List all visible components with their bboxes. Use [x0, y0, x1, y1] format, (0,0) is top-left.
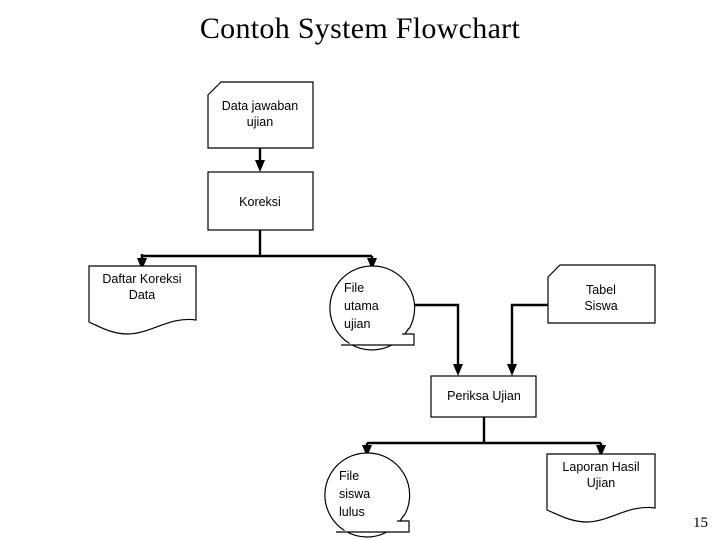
node-data-jawaban-ujian[interactable]: Data jawaban ujian: [207, 81, 314, 149]
node-daftar-koreksi-data[interactable]: Daftar Koreksi Data: [88, 265, 197, 335]
node-label-line3: ujian: [344, 317, 370, 331]
node-label-line2: ujian: [247, 115, 273, 129]
connector-tabel-siswa-to-periksa-ujian: [507, 303, 548, 376]
node-label-line2: siswa: [339, 487, 370, 501]
node-label-line2: utama: [344, 299, 379, 313]
node-label-line3: lulus: [339, 505, 365, 519]
node-periksa-ujian[interactable]: Periksa Ujian: [430, 375, 537, 418]
node-label-line1: Tabel: [586, 283, 616, 297]
node-file-utama-ujian[interactable]: File utama ujian: [329, 265, 416, 351]
node-label-line2: Data: [129, 288, 155, 302]
connector-periksa-ujian-to-laporan-hasil: [596, 443, 606, 457]
node-label-line1: Laporan Hasil: [562, 460, 639, 474]
page-title: Contoh System Flowchart: [199, 12, 521, 45]
node-file-siswa-lulus[interactable]: File siswa lulus: [324, 452, 411, 538]
node-tabel-siswa[interactable]: Tabel Siswa: [547, 264, 656, 324]
connector-koreksi-to-daftar-koreksi: [137, 254, 147, 270]
node-label-line2: Ujian: [587, 476, 616, 490]
node-laporan-hasil-ujian[interactable]: Laporan Hasil Ujian: [546, 453, 656, 523]
connector-data-jawaban-to-koreksi: [255, 148, 265, 172]
connector-periksa-ujian-branch: [367, 417, 601, 445]
connector-file-utama-to-periksa-ujian: [414, 303, 463, 376]
connector-koreksi-branch: [142, 230, 372, 258]
node-label-line1: Periksa Ujian: [447, 389, 521, 403]
node-label-line1: Data jawaban: [222, 99, 298, 113]
node-koreksi[interactable]: Koreksi: [207, 171, 314, 231]
node-label-line1: Koreksi: [239, 195, 281, 209]
node-label-line1: File: [339, 469, 359, 483]
connector-koreksi-to-file-utama: [367, 256, 377, 270]
connector-periksa-ujian-to-file-siswa-lulus: [362, 443, 372, 457]
page-number: 15: [693, 515, 708, 531]
node-label-line1: File: [344, 281, 364, 295]
node-label-line1: Daftar Koreksi: [102, 272, 181, 286]
node-label-line2: Siswa: [584, 299, 617, 313]
